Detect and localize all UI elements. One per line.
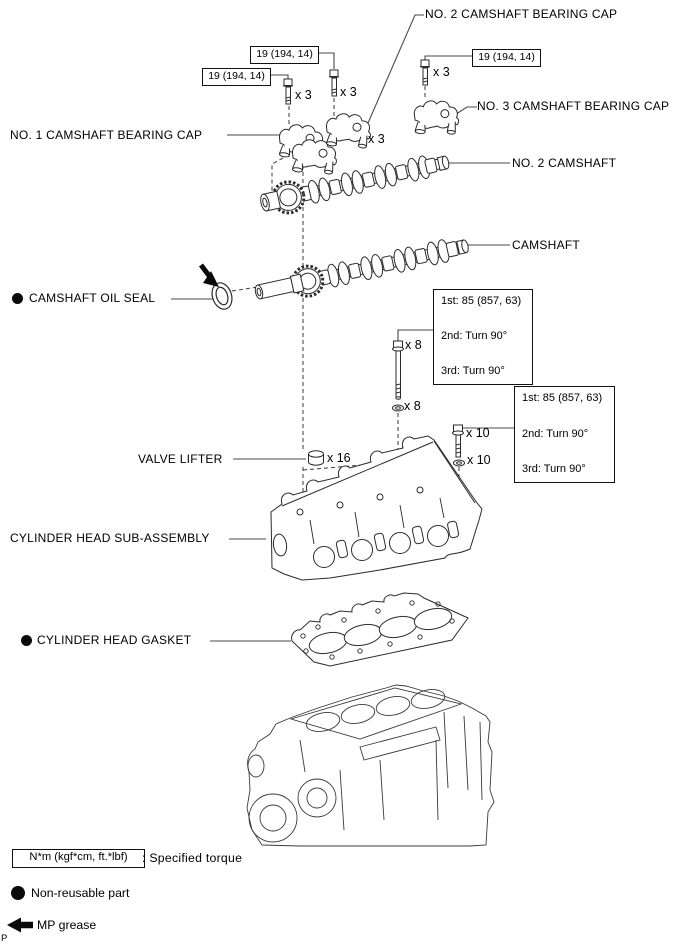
legend-mp-grease-label: MP grease — [37, 918, 97, 932]
label-no3-bearing-cap: NO. 3 CAMSHAFT BEARING CAP — [477, 99, 670, 113]
torque-step-2: 2nd: Turn 90° — [522, 427, 589, 440]
label-camshaft-oil-seal-row: CAMSHAFT OIL SEAL — [12, 291, 155, 305]
bearing-cap-bolts — [283, 59, 430, 105]
qty-x10-bolt: x 10 — [466, 426, 490, 440]
label-cylinder-head: CYLINDER HEAD SUB-ASSEMBLY — [10, 531, 210, 545]
qty-x3-bolt-a: x 3 — [295, 88, 312, 102]
bolt-c — [420, 59, 430, 86]
qty-x3-cap: x 3 — [368, 132, 385, 146]
legend-mp-grease-row: MP grease — [7, 917, 96, 933]
bolt-a — [283, 78, 293, 105]
qty-x10-washer: x 10 — [467, 453, 491, 467]
cylinder-head-drawing — [270, 435, 483, 581]
legend-torque-description: : Specified torque — [142, 851, 243, 865]
head-bolt-x8-drawing — [392, 340, 404, 412]
legend-torque-unit-box: N*m (kgf*cm, ft.*lbf) — [12, 849, 145, 868]
torque-step-3: 3rd: Turn 90° — [441, 365, 505, 377]
legend-non-reusable-label: Non-reusable part — [31, 886, 130, 900]
label-cylinder-head-gasket-row: CYLINDER HEAD GASKET — [21, 633, 191, 647]
label-no2-camshaft: NO. 2 CAMSHAFT — [512, 156, 617, 170]
qty-x8-bolt: x 8 — [405, 338, 422, 352]
non-reusable-bullet-icon — [21, 634, 32, 646]
torque-step-1: 1st: 85 (857, 63) — [522, 392, 603, 404]
leader-lines — [171, 14, 514, 642]
page-marker: P — [1, 933, 8, 944]
torque-box-cap-bolt-3: 19 (194, 14) — [472, 49, 541, 67]
non-reusable-bullet-icon — [11, 886, 25, 900]
label-no1-bearing-cap: NO. 1 CAMSHAFT BEARING CAP — [10, 128, 203, 142]
grease-pointer-arrow-icon — [199, 263, 219, 287]
torque-box-cap-bolt-1: 19 (194, 14) — [250, 46, 319, 64]
no2-cap-drawing — [323, 110, 374, 152]
qty-x16-lifter: x 16 — [327, 451, 351, 465]
non-reusable-bullet-icon — [12, 292, 23, 304]
camshaft-drawing — [254, 239, 469, 300]
cylinder-head-gasket-drawing — [291, 592, 469, 667]
qty-x3-bolt-b: x 3 — [340, 85, 357, 99]
cylinder-block-drawing — [246, 684, 495, 847]
label-valve-lifter: VALVE LIFTER — [138, 452, 223, 466]
label-no2-bearing-cap: NO. 2 CAMSHAFT BEARING CAP — [425, 7, 618, 21]
qty-x3-bolt-c: x 3 — [433, 65, 450, 79]
label-cylinder-head-gasket: CYLINDER HEAD GASKET — [37, 633, 192, 647]
no3-cap-drawing — [412, 98, 461, 138]
mp-grease-arrow-icon — [7, 917, 33, 933]
qty-x8-washer: x 8 — [404, 399, 421, 413]
torque-step-3: 3rd: Turn 90° — [522, 463, 586, 475]
valve-lifter-drawing — [308, 450, 324, 466]
legend-non-reusable-row: Non-reusable part — [11, 886, 129, 900]
bolt-b — [329, 69, 339, 97]
torque-box-head-bolt-x8: 1st: 85 (857, 63) 2nd: Turn 90° 3rd: Tur… — [433, 289, 533, 385]
torque-box-cap-bolt-2: 19 (194, 14) — [202, 68, 271, 86]
torque-step-2: 2nd: Turn 90° — [441, 330, 508, 342]
label-camshaft: CAMSHAFT — [512, 238, 580, 252]
no2-camshaft-drawing — [260, 155, 450, 215]
camshaft-oil-seal-drawing — [211, 282, 233, 310]
torque-box-head-bolt-x10: 1st: 85 (857, 63) 2nd: Turn 90° 3rd: Tur… — [514, 386, 615, 483]
torque-step-1: 1st: 85 (857, 63) — [441, 295, 522, 307]
head-bolt-x10-drawing — [452, 424, 465, 467]
label-camshaft-oil-seal: CAMSHAFT OIL SEAL — [29, 291, 156, 305]
